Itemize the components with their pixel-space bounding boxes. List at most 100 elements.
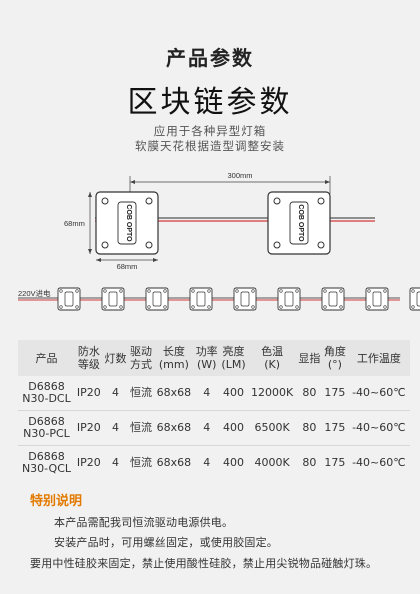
width-label: 300mm [227,171,252,180]
cell-text: -40~60℃ [352,456,406,469]
power-label: 220V进电 [18,288,51,298]
table-cell: -40~60℃ [347,410,410,446]
cell-text: 175 [324,456,346,469]
header-text: 产品 [35,351,58,365]
table-cell: IP20 [75,410,103,446]
table-cell: 80 [296,410,323,446]
header-text: 防水 [77,345,100,358]
cell-text: -40~60℃ [352,386,406,399]
cell-text: D6868 [28,415,65,428]
table-cell: -40~60℃ [348,376,410,411]
bottom-dimension: 68mm [96,258,158,271]
table-cell: 80 [296,445,323,480]
table-header-cell: 角度(°) [322,340,348,376]
header-text: (K) [264,358,280,371]
table-cell: 4 [193,445,220,480]
table-cell: 4 [103,376,129,411]
table-header-cell: 防水等级 [75,340,103,376]
cell-text: 4 [203,456,211,469]
header-text: 灯数 [104,351,127,365]
header-text: 等级 [77,358,100,371]
header-text: 驱动 [130,345,153,358]
cell-text: N30-DCL [22,392,71,405]
spec-table: 产品防水等级灯数驱动方式长度(mm)功率(W)亮度(LM)色温(K)显指角度(°… [18,340,410,480]
cell-text: 4 [112,421,119,434]
header-text: (mm) [158,358,189,371]
table-cell: 12000K [248,376,297,411]
cell-text: -40~60℃ [352,421,406,434]
module-text-left: COB OPTO [125,204,132,242]
cell-text: 4000K [254,456,290,469]
header-text: 显指 [298,351,321,365]
cell-text: 6500K [254,421,290,434]
table-cell: -40~60℃ [347,445,410,480]
table-cell: IP20 [75,376,103,411]
cell-text: 恒流 [130,421,153,434]
table-cell: 175 [322,445,348,480]
header-text: (°) [327,358,342,371]
cell-text: 80 [302,386,317,399]
chain-module [101,287,125,311]
table-header-cell: 工作温度 [347,340,410,376]
table-cell: 4000K [247,445,297,480]
table-cell: 4 [102,445,129,480]
header-text: 长度 [162,345,185,358]
cell-text: 4 [203,421,211,434]
subtitle-line-1: 应用于各种异型灯箱 [153,124,267,138]
cell-text: D6868 [28,380,65,393]
cell-text: 恒流 [130,456,153,469]
chain-module [189,287,213,311]
table-header-cell: 显指 [296,340,323,376]
chain-module [233,287,257,311]
table-header-cell: 驱动方式 [128,340,154,376]
table-header-row: 产品防水等级灯数驱动方式长度(mm)功率(W)亮度(LM)色温(K)显指角度(°… [18,340,410,376]
bottom-label: 68mm [117,262,138,271]
table-cell: 175 [322,376,348,411]
cell-text: 4 [112,456,119,469]
table-header-cell: 色温(K) [247,340,297,376]
table-cell: IP20 [75,445,103,480]
module-text-right: COB OPTO [297,204,304,242]
cell-text: 68x68 [156,421,192,434]
table-cell: 6500K [247,410,297,446]
cell-text: IP20 [76,421,101,434]
module-chain: 220V进电 [18,287,420,311]
led-module-left: COB OPTO [95,191,159,255]
chain-module [321,287,345,311]
table-header-cell: 功率(W) [193,340,220,376]
height-label: 68mm [64,219,85,228]
cell-text: 400 [223,386,245,399]
header-text: (LM) [221,358,246,371]
header-text: 功率 [195,345,218,358]
cell-text: 400 [223,456,245,469]
table-header-cell: 灯数 [102,340,129,376]
subtitle-line-2: 软膜天花根据造型调整安装 [135,139,285,153]
header-text: 方式 [130,358,153,371]
header-text: 亮度 [222,345,245,358]
table-cell: 恒流 [128,376,154,411]
header-text: 角度 [323,345,346,358]
table-cell: 400 [219,376,247,411]
table-header-cell: 亮度(LM) [219,340,248,376]
table-cell: 恒流 [128,410,154,446]
table-cell: 400 [219,445,248,480]
module-diagram: 300mm COB OPTO COB OPTO [18,171,420,311]
header-text: 色温 [261,345,284,358]
cell-text: IP20 [76,386,101,399]
note-line-1: 本产品需配我司恒流驱动电源供电。 [54,516,234,529]
note-line-2: 安装产品时，可用螺丝固定，或使用胶固定。 [54,536,278,549]
table-cell: 4 [193,410,220,446]
chain-module [145,287,169,311]
cell-text: 175 [324,421,346,434]
cell-text: N30-QCL [21,462,72,475]
cell-text: 4 [112,386,119,399]
cell-text: 80 [302,421,317,434]
cell-text: 4 [203,386,211,399]
table-header-cell: 产品 [18,340,75,376]
table-cell: 400 [219,410,248,446]
